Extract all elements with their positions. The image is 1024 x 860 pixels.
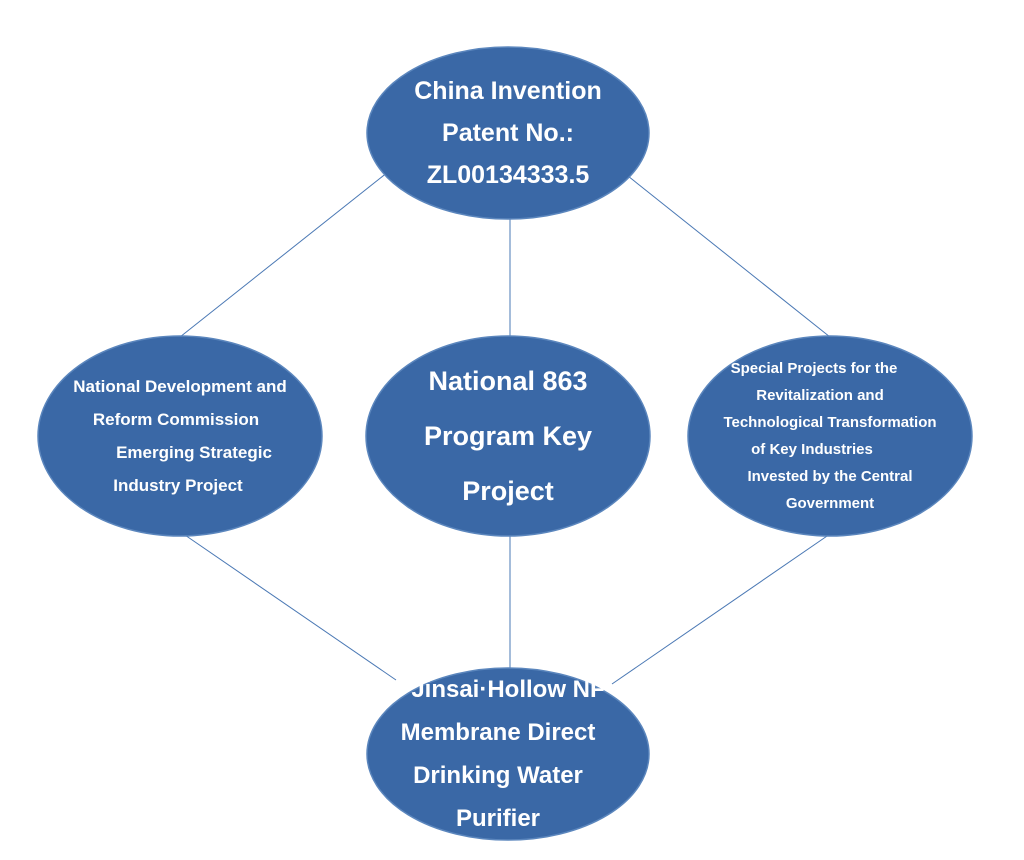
node-program863-ellipse xyxy=(365,335,651,537)
node-special-line-4: Invested by the Central xyxy=(747,468,912,485)
node-ndrc-line-3: Industry Project xyxy=(113,476,243,495)
node-purifier-line-2: Drinking Water xyxy=(413,762,583,789)
node-special-line-1: Revitalization and xyxy=(756,387,884,404)
node-patent-line-2: ZL00134333.5 xyxy=(427,161,590,189)
node-ndrc-ellipse xyxy=(37,335,323,537)
node-ndrc-line-1: Reform Commission xyxy=(93,410,259,429)
node-ndrc-line-0: National Development and xyxy=(73,377,286,396)
node-ndrc-line-2: Emerging Strategic xyxy=(116,443,272,462)
node-patent-line-0: China Invention xyxy=(414,77,602,105)
node-purifier-line-3: Purifier xyxy=(456,805,540,832)
connectors xyxy=(179,171,831,685)
node-program863-line-1: Program Key xyxy=(424,421,592,451)
node-special-line-3: of Key Industries xyxy=(751,441,873,458)
connector-ndrc-purifier xyxy=(181,532,397,681)
node-program863-line-0: National 863 xyxy=(428,366,587,396)
node-special-line-0: Special Projects for the xyxy=(731,360,898,377)
node-special-line-5: Government xyxy=(786,495,874,512)
node-purifier-ellipse xyxy=(366,667,650,841)
node-purifier-line-1: Membrane Direct xyxy=(401,719,596,746)
node-special-ellipse xyxy=(687,335,973,537)
node-program863-line-2: Project xyxy=(462,476,554,506)
connector-patent-special xyxy=(627,175,831,338)
connector-patent-ndrc xyxy=(179,171,389,338)
connector-special-purifier xyxy=(611,533,831,685)
node-patent-line-1: Patent No.: xyxy=(442,119,574,147)
node-purifier-line-0: Jinsai·Hollow NF xyxy=(411,676,604,703)
node-special-line-2: Technological Transformation xyxy=(723,414,936,431)
node-patent-ellipse xyxy=(366,46,650,220)
node-purifier: Jinsai·Hollow NF Membrane DirectDrinking … xyxy=(366,667,650,841)
